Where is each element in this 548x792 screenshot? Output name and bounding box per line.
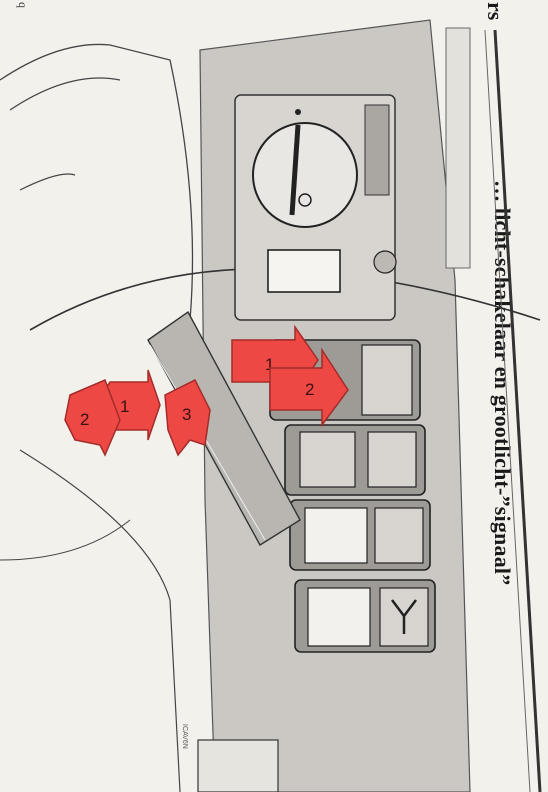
lower-panel-slot	[198, 740, 278, 792]
column-line	[20, 450, 180, 792]
arrow-right-2-number: 2	[305, 380, 314, 399]
column-line-2	[0, 520, 130, 560]
switch-2-icon-cell	[368, 432, 416, 487]
switch-4-button	[308, 588, 370, 646]
shroud-line-2	[20, 174, 75, 190]
fog-switch	[268, 250, 340, 292]
reference-code: ICAV6N	[181, 724, 188, 749]
light-knob	[253, 123, 357, 227]
switch-1-icon-cell	[362, 345, 412, 415]
arrow-group-left: 1 2 3	[65, 370, 210, 455]
arrow-left-2-number: 2	[80, 410, 89, 429]
dimmer-wheel-icon	[374, 251, 396, 273]
shroud-line	[10, 78, 120, 110]
switch-3-button	[305, 508, 367, 563]
knob-dot	[295, 109, 301, 115]
switch-3-icon-cell	[375, 508, 423, 563]
dimmer-strip	[365, 105, 389, 195]
header-rule-thick	[495, 30, 540, 792]
arrow-left-1-number: 1	[120, 397, 129, 416]
switch-2-button	[300, 432, 355, 487]
header-rule-thin	[485, 30, 530, 792]
arrow-left-3-number: 3	[182, 405, 191, 424]
panel-groove	[446, 28, 470, 268]
